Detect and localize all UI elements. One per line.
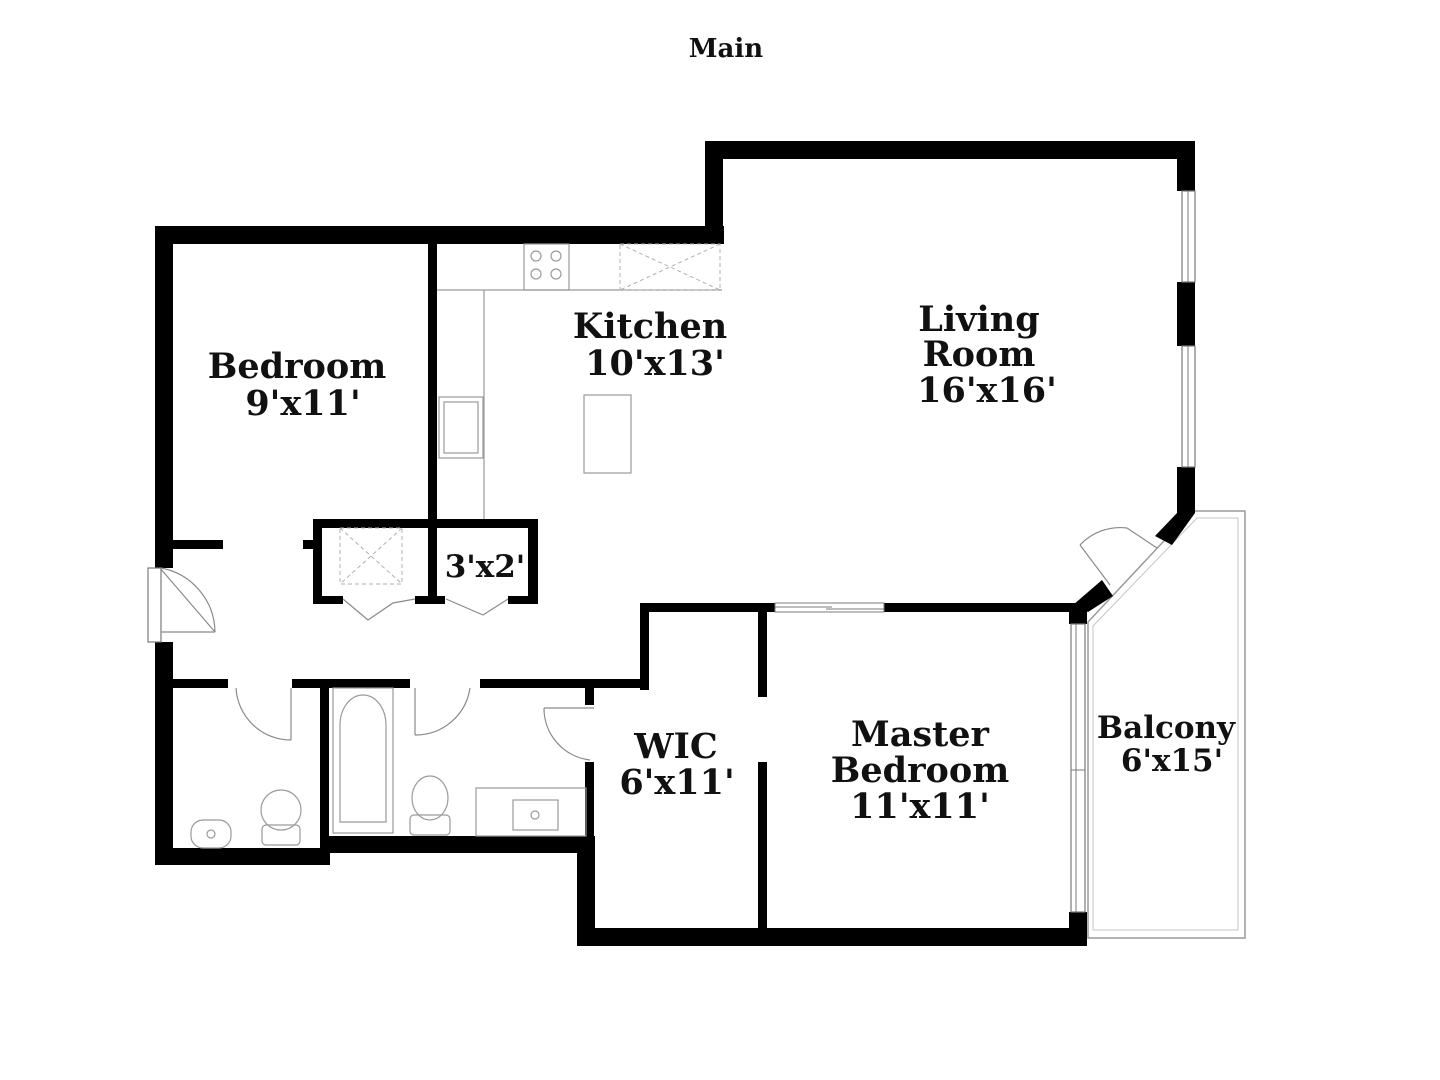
master-name-line1: Master bbox=[851, 714, 990, 755]
master-dims: 11'x11' bbox=[850, 786, 990, 827]
master-name-line2: Bedroom bbox=[831, 750, 1010, 791]
closet-dims: 3'x2' bbox=[445, 549, 526, 585]
doors bbox=[147, 526, 1158, 761]
bedroom-dims: 9'x11' bbox=[245, 383, 360, 424]
bedroom-name: Bedroom bbox=[208, 346, 387, 387]
kitchen-name: Kitchen bbox=[573, 306, 727, 347]
room-labels: Bedroom 9'x11' Kitchen 10'x13' Living Ro… bbox=[208, 299, 1236, 827]
walls bbox=[155, 141, 1195, 946]
plan-title: Main bbox=[689, 34, 764, 64]
living-name-line2: Room bbox=[923, 334, 1036, 375]
wic-name: WIC bbox=[633, 726, 718, 767]
balcony-name: Balcony bbox=[1097, 710, 1236, 746]
windows bbox=[774, 190, 1196, 913]
balcony-dims: 6'x15' bbox=[1121, 743, 1223, 779]
bath-fixtures bbox=[190, 687, 587, 849]
living-name-line1: Living bbox=[918, 299, 1039, 340]
balcony-outline bbox=[1087, 510, 1246, 939]
kitchen-dims: 10'x13' bbox=[585, 343, 725, 384]
living-dims: 16'x16' bbox=[917, 370, 1057, 411]
wic-dims: 6'x11' bbox=[619, 762, 734, 803]
kitchen-fixtures bbox=[339, 243, 722, 585]
